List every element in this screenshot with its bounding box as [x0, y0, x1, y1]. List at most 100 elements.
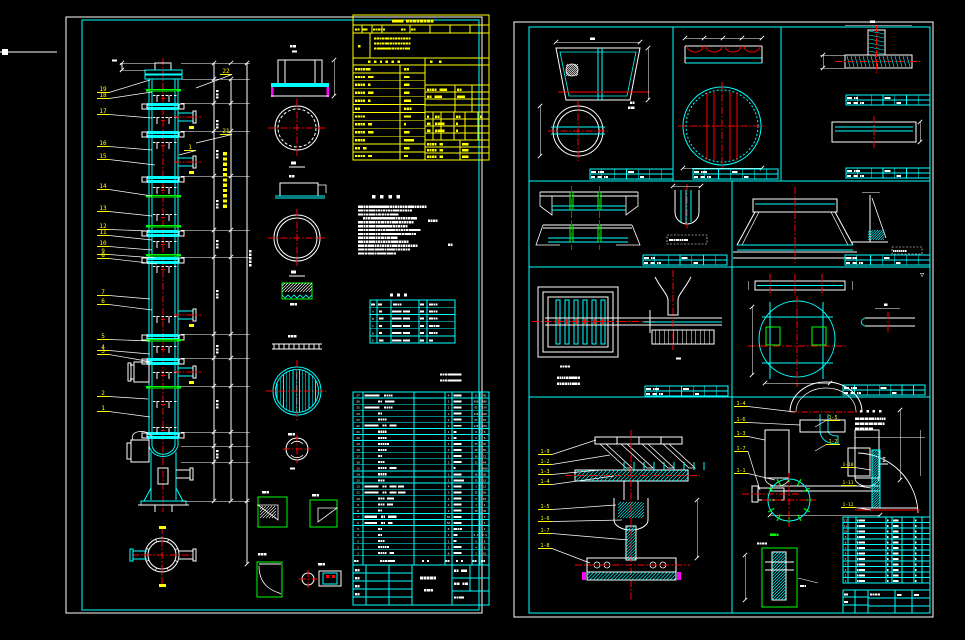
svg-text:26: 26	[356, 400, 360, 404]
svg-text:12: 12	[844, 519, 848, 523]
svg-text:3: 3	[845, 568, 847, 572]
svg-text:22: 22	[356, 424, 360, 428]
svg-text:7: 7	[845, 546, 847, 550]
svg-text:420: 420	[482, 412, 487, 416]
svg-text:15: 15	[483, 479, 487, 483]
svg-text:1: 1	[448, 479, 450, 483]
svg-text:6: 6	[475, 539, 477, 543]
svg-text:15: 15	[99, 153, 107, 160]
svg-text:1-3: 1-3	[540, 469, 549, 475]
svg-text:2: 2	[448, 497, 450, 501]
svg-text:14: 14	[99, 183, 107, 190]
svg-text:13: 13	[99, 205, 107, 212]
svg-text:24: 24	[356, 412, 360, 416]
detail-base-ring	[820, 20, 931, 179]
svg-text:11: 11	[844, 524, 848, 528]
svg-text:1-2: 1-2	[540, 459, 549, 465]
svg-text:44: 44	[483, 460, 487, 464]
detail-support-assembly: 1-91-21-31-41-51-61-71-8	[538, 430, 705, 600]
svg-text:3: 3	[484, 521, 486, 525]
svg-text:9: 9	[357, 503, 359, 507]
svg-text:2: 2	[448, 406, 450, 410]
svg-text:5: 5	[101, 333, 105, 340]
svg-text:1-4: 1-4	[540, 479, 549, 485]
column-dimensions	[112, 59, 252, 567]
svg-text:16: 16	[99, 140, 107, 147]
svg-text:72: 72	[483, 454, 487, 458]
svg-text:2: 2	[357, 545, 359, 549]
svg-text:E: E	[372, 339, 374, 343]
svg-text:17: 17	[99, 108, 107, 115]
svg-text:2: 2	[845, 574, 847, 578]
svg-text:9: 9	[475, 497, 477, 501]
detail-nozzle-assembly: 1-41-61-31-71-11-51-2I1-101-111-12	[734, 381, 925, 608]
detail-redistributor	[678, 35, 779, 180]
svg-text:19: 19	[356, 442, 360, 446]
svg-text:1: 1	[448, 442, 450, 446]
svg-text:1-1: 1-1	[736, 468, 745, 474]
svg-text:4: 4	[484, 503, 486, 507]
svg-text:10: 10	[844, 530, 848, 534]
svg-text:2: 2	[448, 503, 450, 507]
svg-text:6: 6	[484, 515, 486, 519]
svg-text:56: 56	[447, 521, 451, 525]
svg-text:28: 28	[474, 448, 478, 452]
svg-text:12: 12	[356, 485, 360, 489]
column-assembly	[126, 58, 201, 512]
svg-text:38: 38	[483, 473, 487, 477]
svg-text:18: 18	[483, 497, 487, 501]
svg-text:1-8: 1-8	[540, 543, 549, 549]
svg-text:16: 16	[483, 551, 487, 555]
svg-text:—: —	[448, 466, 450, 470]
svg-text:8: 8	[357, 509, 359, 513]
svg-text:48: 48	[483, 394, 487, 398]
svg-text:420: 420	[474, 412, 479, 416]
svg-text:25: 25	[356, 406, 360, 410]
svg-text:4: 4	[475, 545, 477, 549]
svg-text:4: 4	[448, 394, 450, 398]
tech-notes	[358, 194, 453, 255]
svg-text:I: I	[882, 456, 886, 464]
svg-text:8: 8	[448, 527, 450, 531]
svg-text:C: C	[372, 324, 374, 328]
svg-text:56: 56	[483, 448, 487, 452]
svg-text:10: 10	[99, 240, 107, 247]
detail-skirt-cone	[733, 187, 931, 266]
svg-text:1: 1	[448, 418, 450, 422]
svg-text:1-6: 1-6	[540, 516, 549, 522]
svg-text:1: 1	[188, 144, 192, 151]
svg-text:9: 9	[845, 535, 847, 539]
left-margin-mark	[0, 49, 57, 55]
details-sheet: ▽1-91-21-31-41-51-61-71-81-41-61-31-71-1…	[513, 20, 934, 618]
svg-text:21: 21	[356, 430, 360, 434]
bottom-view	[129, 526, 197, 587]
svg-text:50: 50	[483, 491, 487, 495]
detail-sparger	[532, 270, 729, 397]
svg-text:8: 8	[484, 545, 486, 549]
svg-text:1-11: 1-11	[842, 480, 853, 486]
detail-gasket	[742, 542, 819, 608]
svg-text:1-7: 1-7	[736, 446, 745, 452]
detail-distributor	[537, 37, 674, 180]
svg-text:20: 20	[356, 436, 360, 440]
svg-text:2: 2	[101, 390, 105, 397]
svg-text:0.5: 0.5	[474, 533, 479, 537]
svg-text:240: 240	[482, 424, 487, 428]
svg-text:980: 980	[482, 400, 487, 404]
svg-text:27: 27	[356, 394, 360, 398]
svg-text:1-9: 1-9	[540, 449, 549, 455]
svg-text:36: 36	[474, 454, 478, 458]
svg-text:8: 8	[845, 541, 847, 545]
svg-text:38: 38	[474, 473, 478, 477]
svg-text:2: 2	[448, 454, 450, 458]
svg-text:45: 45	[474, 442, 478, 446]
svg-text:4: 4	[357, 533, 359, 537]
svg-text:1-4: 1-4	[736, 401, 745, 407]
svg-text:8: 8	[475, 430, 477, 434]
svg-text:1: 1	[448, 412, 450, 416]
title-strip	[352, 564, 490, 606]
svg-text:2400: 2400	[481, 466, 488, 470]
